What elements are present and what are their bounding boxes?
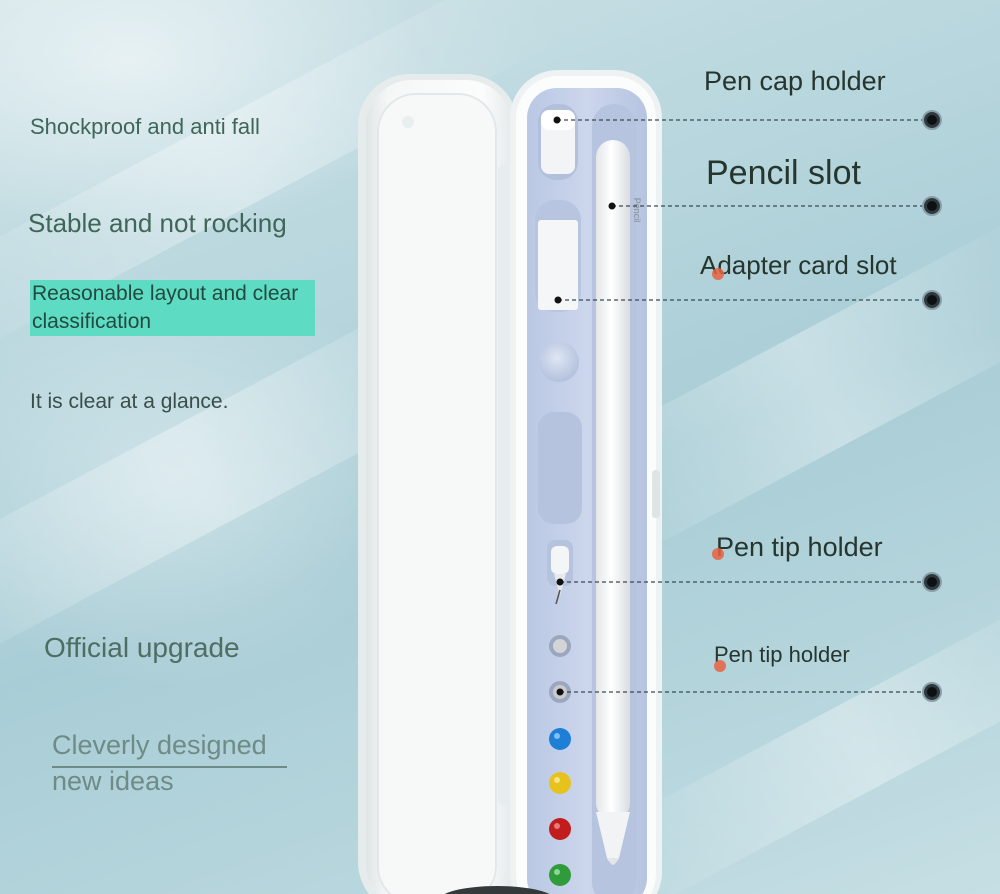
pen-cap <box>538 104 578 180</box>
tip-blue <box>549 728 571 750</box>
adapter-card <box>535 200 581 312</box>
orange-marker <box>712 268 724 280</box>
callout-pen-tip-holder-2: Pen tip holder <box>714 642 850 667</box>
feature-cleverly-underline <box>52 766 287 768</box>
feature-official: Official upgrade <box>44 632 240 663</box>
orange-marker <box>712 548 724 560</box>
apple-pencil: Pencil <box>596 140 642 865</box>
tip-red <box>549 818 571 840</box>
rect-slot <box>538 412 582 524</box>
tip-yellow <box>549 772 571 794</box>
tip-set <box>549 635 571 886</box>
feature-reasonable-highlight: Reasonable layout and clear classificati… <box>30 280 315 336</box>
feature-cleverly: Cleverly designed new ideas <box>52 730 267 796</box>
feature-stable: Stable and not rocking <box>28 208 287 238</box>
tip-green <box>549 864 571 886</box>
round-slot <box>539 342 579 382</box>
callout-lines <box>557 119 932 693</box>
feature-clear: It is clear at a glance. <box>30 390 229 413</box>
pen-tip <box>547 540 573 605</box>
callout-pen-tip-holder-1: Pen tip holder <box>716 532 883 562</box>
stand-shadow <box>444 886 550 894</box>
callout-pen-cap-holder: Pen cap holder <box>704 66 886 96</box>
tip-grey-1 <box>553 639 567 653</box>
callout-pencil-slot: Pencil slot <box>706 154 861 192</box>
case-lid <box>358 74 518 894</box>
orange-marker <box>714 660 726 672</box>
case-base <box>510 70 662 894</box>
pencil-brand-text: Pencil <box>632 198 642 223</box>
callout-endpoints <box>553 110 942 702</box>
callout-adapter-card-slot: Adapter card slot <box>700 250 897 280</box>
feature-shockproof: Shockproof and anti fall <box>30 114 260 139</box>
